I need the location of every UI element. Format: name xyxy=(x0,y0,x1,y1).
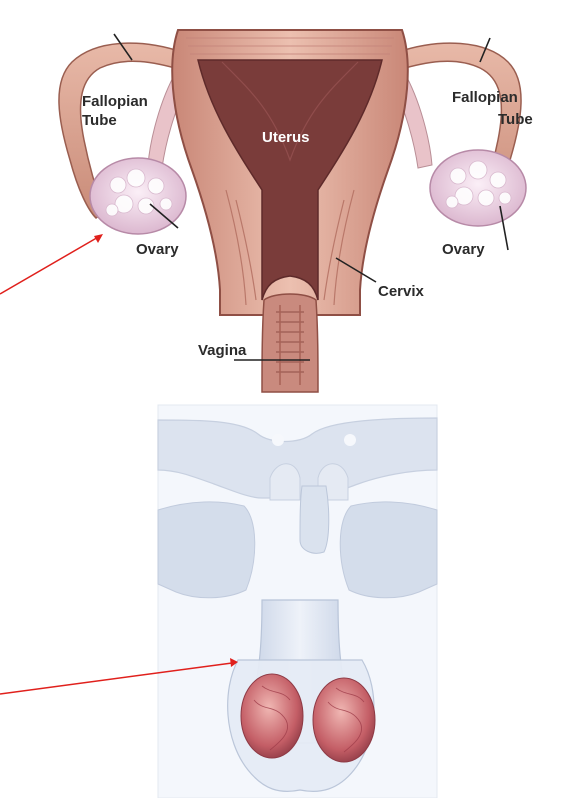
red-arrow-top xyxy=(0,234,103,294)
vagina xyxy=(262,294,318,392)
left-testis xyxy=(241,674,303,758)
label-ovary-right: Ovary xyxy=(442,241,485,258)
label-fallopian-left-2: Tube xyxy=(82,112,117,129)
label-cervix: Cervix xyxy=(378,283,425,300)
label-fallopian-left-1: Fallopian xyxy=(82,93,148,110)
label-uterus: Uterus xyxy=(262,129,310,146)
female-reproductive-diagram: Fallopian Tube Fallopian Tube Uterus Ova… xyxy=(59,30,533,392)
male-reproductive-illustration xyxy=(158,405,437,798)
right-testis xyxy=(313,678,375,762)
label-ovary-left: Ovary xyxy=(136,241,179,258)
label-vagina: Vagina xyxy=(198,342,247,359)
label-fallopian-right-1: Fallopian xyxy=(452,89,518,106)
label-fallopian-right-2: Tube xyxy=(498,111,533,128)
